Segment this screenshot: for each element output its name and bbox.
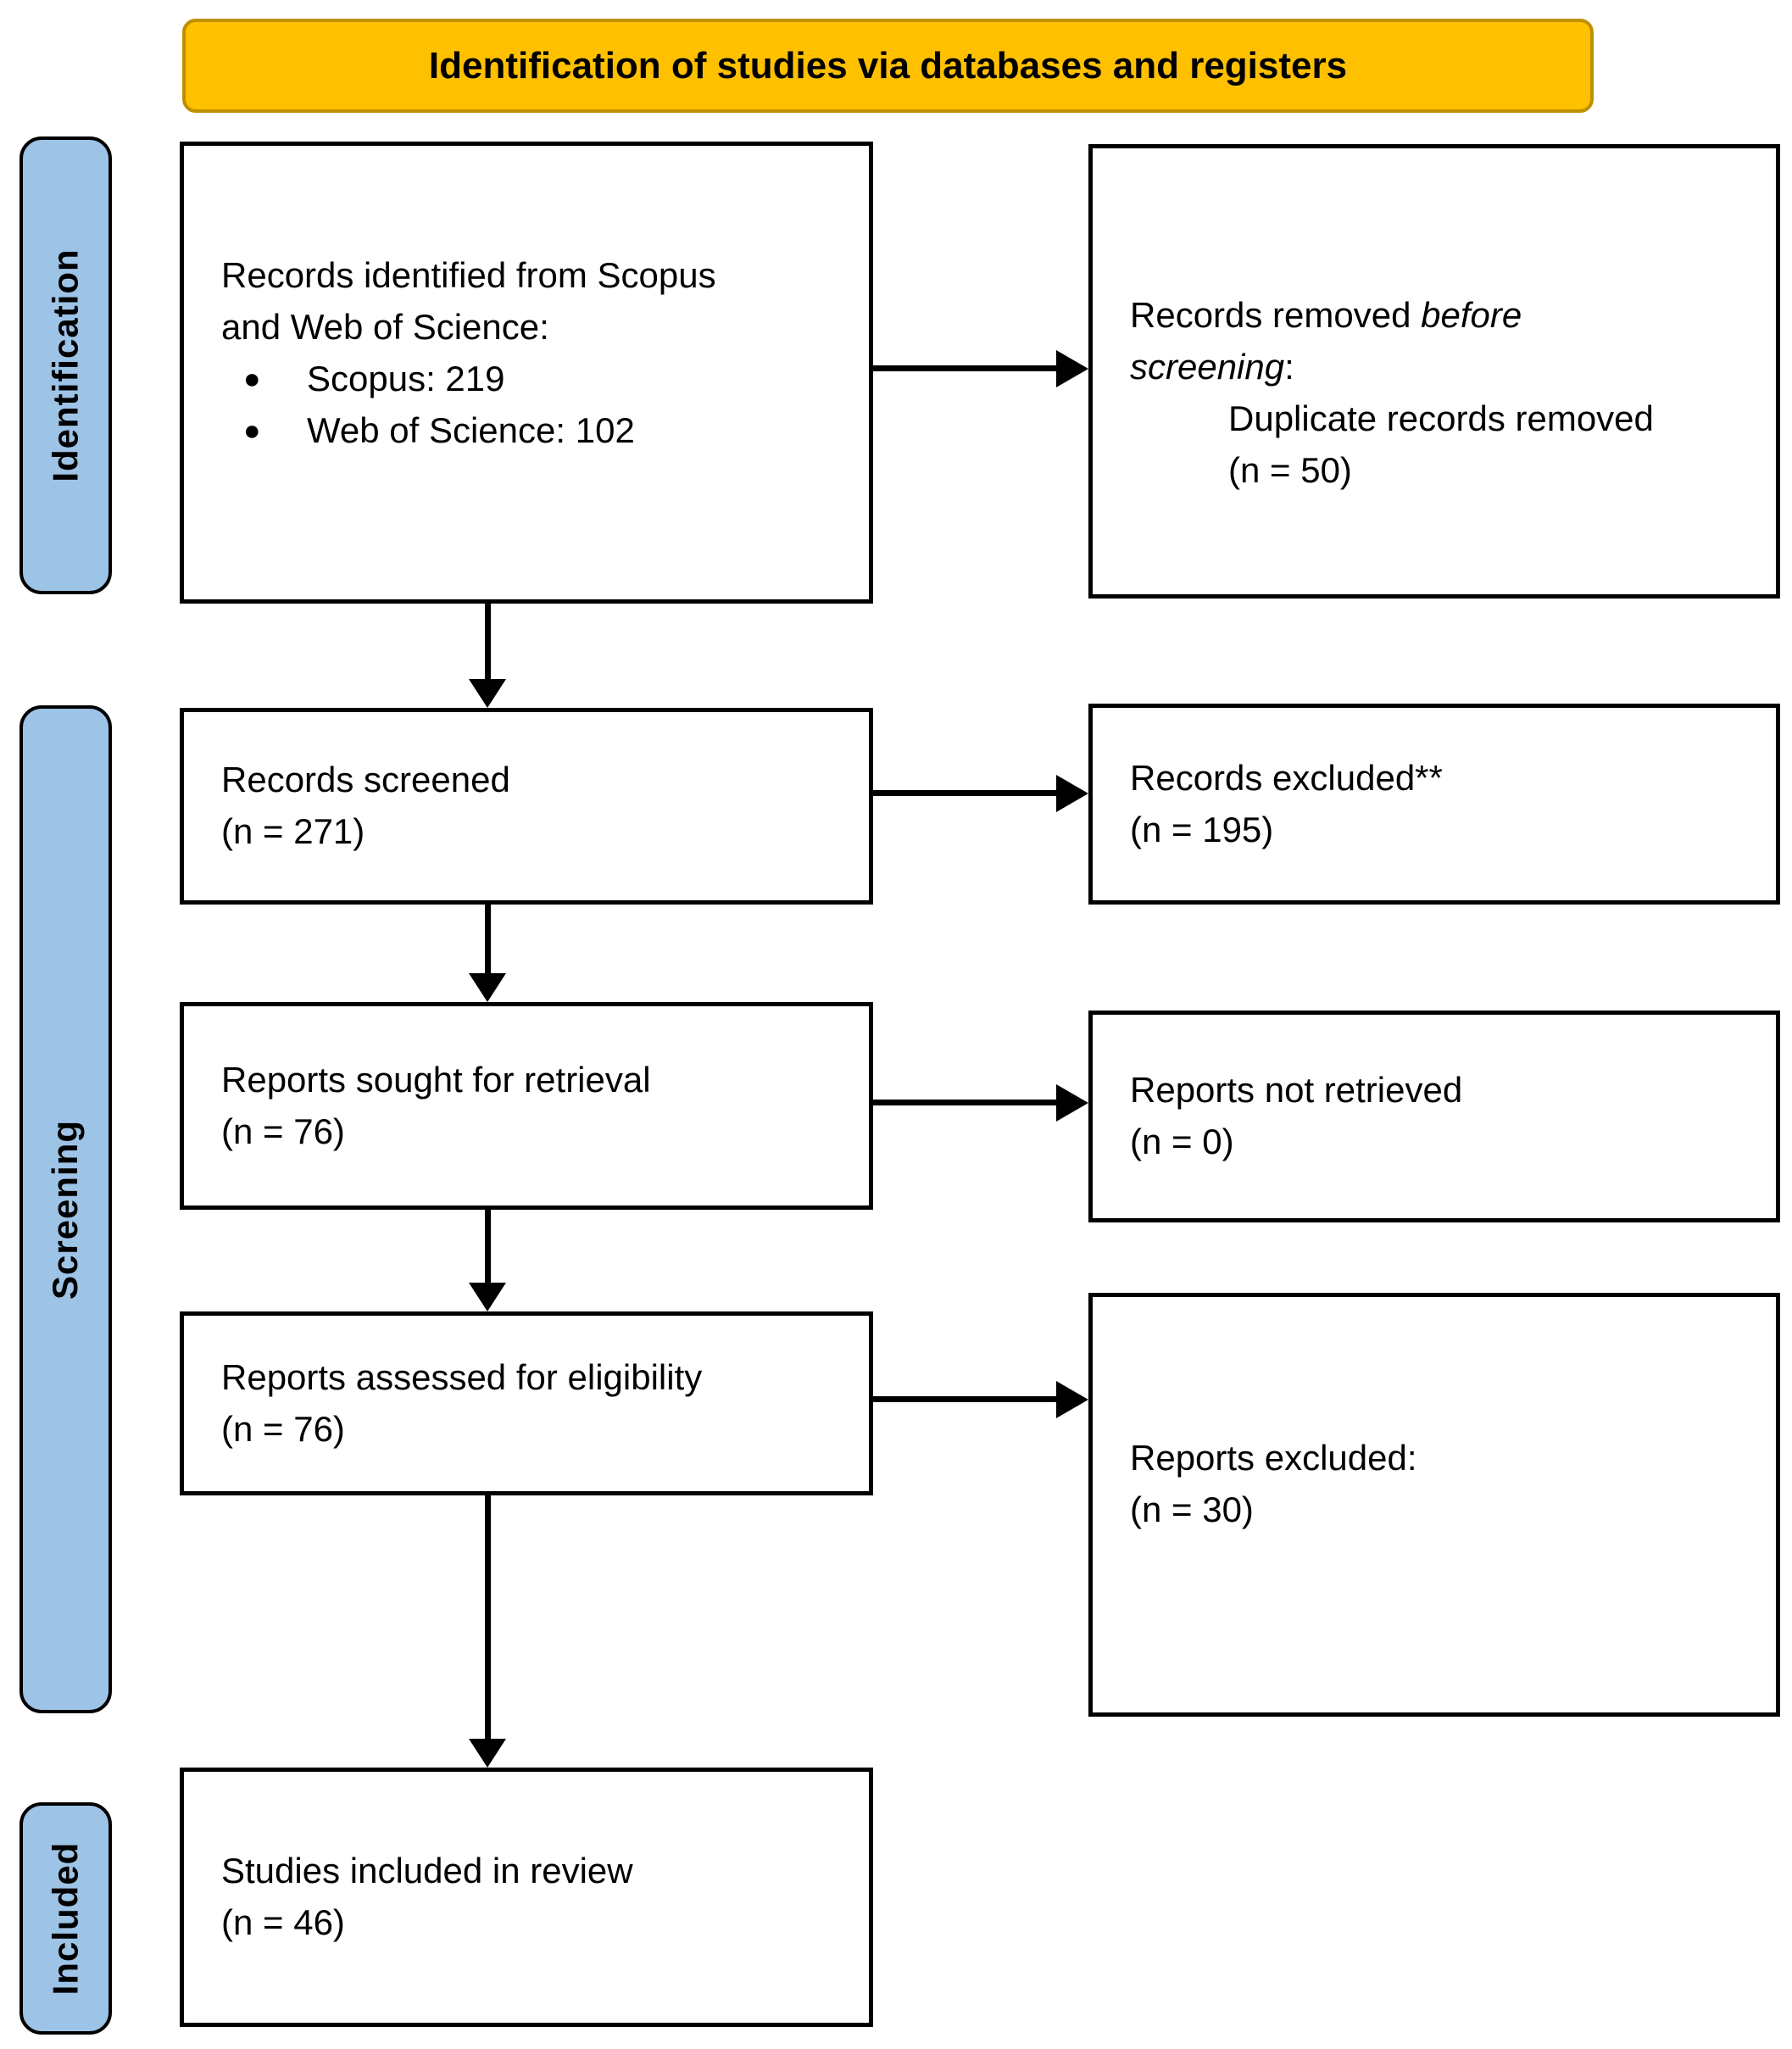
reports-sought-line1: Reports sought for retrieval <box>221 1059 651 1100</box>
arrow-assessed-to-reports-excluded-head <box>1056 1381 1088 1418</box>
reports-assessed-line1: Reports assessed for eligibility <box>221 1356 703 1397</box>
reports-not-retrieved-count: (n = 0) <box>1130 1122 1234 1161</box>
phase-label-screening-text: Screening <box>45 1119 86 1300</box>
arrow-screened-to-sought-shaft <box>485 905 491 975</box>
box-reports-assessed: Reports assessed for eligibility (n = 76… <box>180 1311 873 1495</box>
phase-label-included-text: Included <box>45 1841 86 1996</box>
arrow-assessed-to-included-shaft <box>485 1495 491 1740</box>
box-records-screened: Records screened (n = 271) <box>180 708 873 905</box>
arrow-assessed-to-included-head <box>469 1739 506 1768</box>
arrow-screened-to-excluded-head <box>1056 775 1088 812</box>
records-removed-post: : <box>1284 347 1294 387</box>
bullet-web-of-science: ● Web of Science: 102 <box>221 405 849 457</box>
records-identified-line2: and Web of Science: <box>221 307 549 348</box>
duplicates-removed-count: (n = 50) <box>1228 449 1352 490</box>
arrow-sought-to-assessed-shaft <box>485 1210 491 1284</box>
records-excluded-count: (n = 195) <box>1130 809 1274 849</box>
reports-excluded-line1: Reports excluded: <box>1130 1438 1417 1478</box>
box-records-identified: Records identified from Scopus and Web o… <box>180 142 873 604</box>
reports-assessed-count: (n = 76) <box>221 1408 345 1449</box>
box-studies-included: Studies included in review (n = 46) <box>180 1768 873 2027</box>
box-reports-not-retrieved: Reports not retrieved (n = 0) <box>1088 1011 1780 1222</box>
duplicates-removed-text: Duplicate records removed <box>1228 398 1654 438</box>
phase-label-identification: Identification <box>19 136 112 594</box>
phase-label-screening: Screening <box>19 705 112 1713</box>
phase-label-identification-text: Identification <box>45 248 86 482</box>
arrow-screened-to-excluded-shaft <box>873 790 1060 796</box>
bullet-icon: ● <box>243 363 261 396</box>
bullet-scopus: ● Scopus: 219 <box>221 354 849 405</box>
bullet-scopus-text: Scopus: 219 <box>307 359 505 399</box>
records-excluded-line1: Records excluded** <box>1130 757 1443 798</box>
arrow-sought-to-not-retrieved-shaft <box>873 1100 1060 1105</box>
box-reports-excluded: Reports excluded: (n = 30) <box>1088 1293 1780 1717</box>
box-records-removed: Records removed before screening: Duplic… <box>1088 144 1780 599</box>
arrow-identified-to-screened-head <box>469 679 506 708</box>
bullet-web-of-science-text: Web of Science: 102 <box>307 410 635 451</box>
bullet-icon: ● <box>243 415 261 448</box>
records-screened-count: (n = 271) <box>221 811 365 851</box>
records-identified-line1: Records identified from Scopus <box>221 255 716 296</box>
records-removed-pre: Records removed <box>1130 295 1422 336</box>
arrow-assessed-to-reports-excluded-shaft <box>873 1396 1060 1402</box>
box-records-excluded: Records excluded** (n = 195) <box>1088 704 1780 905</box>
reports-sought-count: (n = 76) <box>221 1111 345 1151</box>
arrow-screened-to-sought-head <box>469 973 506 1002</box>
arrow-sought-to-assessed-head <box>469 1283 506 1311</box>
studies-included-count: (n = 46) <box>221 1902 345 1942</box>
studies-included-line1: Studies included in review <box>221 1851 633 1891</box>
arrow-sought-to-not-retrieved-head <box>1056 1084 1088 1122</box>
reports-not-retrieved-line1: Reports not retrieved <box>1130 1070 1463 1111</box>
diagram-title-banner: Identification of studies via databases … <box>182 19 1594 113</box>
arrow-identified-to-removed-shaft <box>873 365 1060 371</box>
arrow-identified-to-screened-shaft <box>485 604 491 684</box>
records-removed-heading: Records removed before screening: <box>1130 290 1605 393</box>
phase-label-included: Included <box>19 1802 112 2035</box>
records-removed-italic: before screening <box>1130 295 1522 387</box>
reports-excluded-count: (n = 30) <box>1130 1489 1254 1529</box>
diagram-title: Identification of studies via databases … <box>428 44 1348 86</box>
box-reports-sought: Reports sought for retrieval (n = 76) <box>180 1002 873 1210</box>
records-screened-line1: Records screened <box>221 760 510 800</box>
arrow-identified-to-removed-head <box>1056 350 1088 387</box>
